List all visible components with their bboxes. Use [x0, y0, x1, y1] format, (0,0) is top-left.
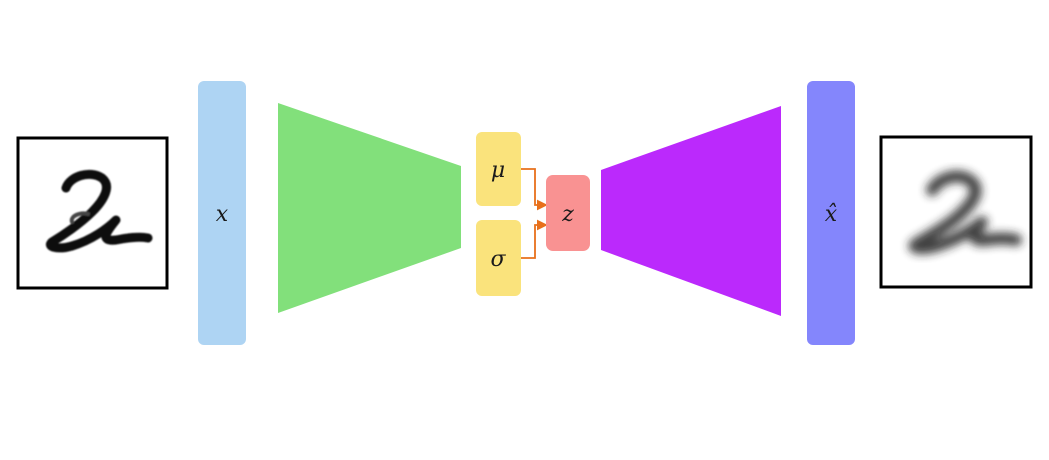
std-box: σ: [476, 220, 521, 296]
input-vector-label: x: [216, 202, 229, 227]
handwritten-digit-2-icon: [46, 169, 153, 253]
output-vector-x-hat: x̂: [807, 81, 855, 345]
sampling-arrows: [521, 168, 548, 259]
std-label: σ: [490, 247, 506, 272]
output-image: [879, 135, 1033, 289]
mean-box: μ: [476, 132, 521, 206]
blurred-digit-2-icon: [908, 170, 1022, 255]
decoder: [601, 106, 781, 316]
latent-label: z: [561, 202, 574, 227]
encoder: [278, 103, 461, 313]
input-image: [16, 136, 169, 290]
std-to-latent-arrow: [521, 219, 548, 259]
input-vector-x: x: [198, 81, 246, 345]
latent-box: z: [546, 175, 590, 251]
output-vector-label: x̂: [825, 202, 838, 227]
mean-to-latent-arrow: [521, 168, 548, 211]
mean-label: μ: [491, 158, 505, 183]
